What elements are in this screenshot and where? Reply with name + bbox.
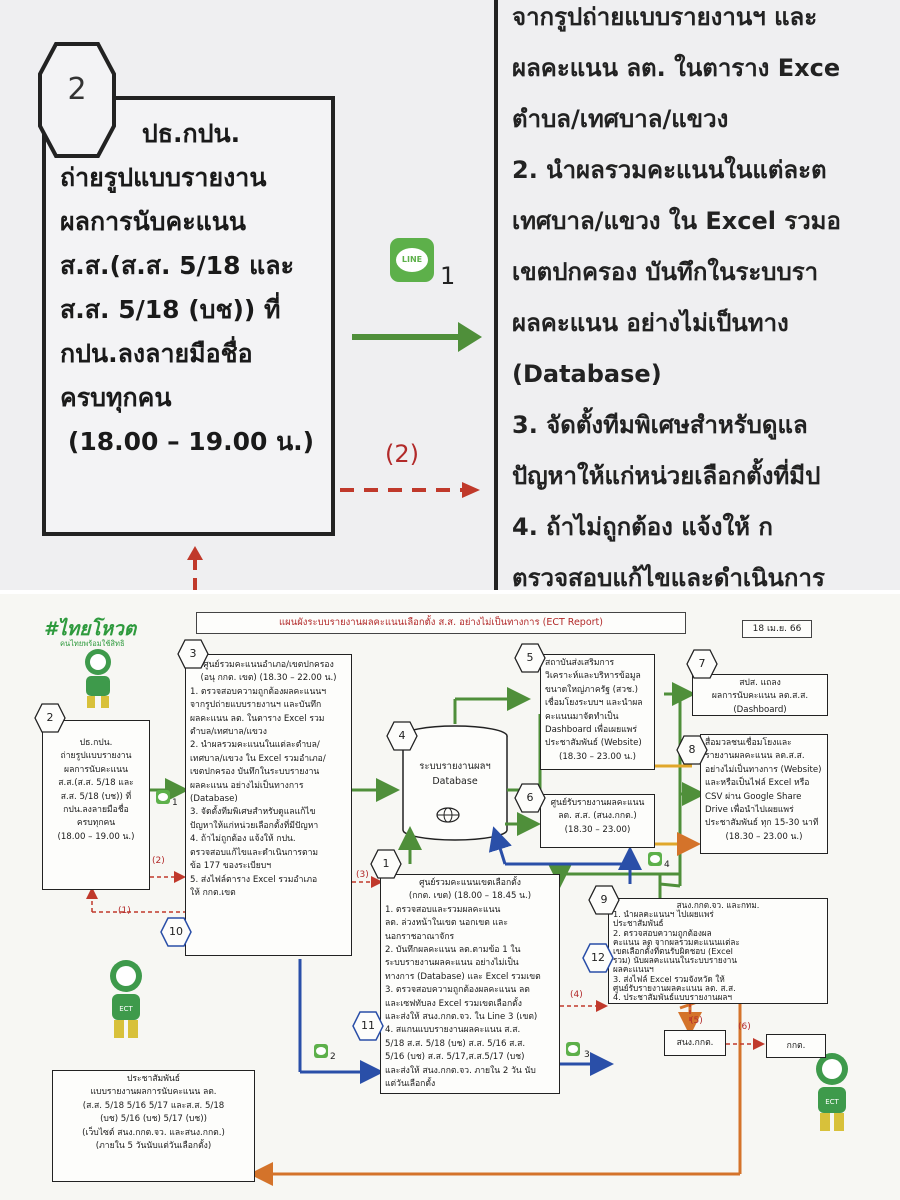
zoom-arrows	[187, 322, 482, 590]
step-number-12: 12	[582, 942, 614, 974]
line-app-icon: LINE	[390, 238, 434, 282]
mascot-icon: ECT	[816, 1053, 848, 1131]
chart-title: แผนผังระบบรายงานผลคะแนนเลือกตั้ง ส.ส. อย…	[196, 612, 686, 634]
zoom-right-line: 4. ถ้าไม่ถูกต้อง แจ้งให้ ก	[512, 513, 773, 541]
zoom-right-line: เขตปกครอง บันทึกในระบบรา	[512, 258, 819, 286]
step-number-1: 1	[370, 848, 402, 880]
mascot-icon	[85, 649, 111, 708]
www-globe-icon	[436, 807, 460, 823]
step-box-3: ศูนย์รวมคะแนนอำเภอ/เขตปกครอง(อนุ กกต. เข…	[185, 654, 352, 956]
step-box-8: สื่อมวลชนเชื่อมโยงและรายงานผลคะแนน ลต.ส.…	[700, 734, 828, 854]
zoom-right-line: เทศบาล/แขวง ใน Excel รวมอ	[512, 207, 841, 235]
zoom-right-line: จากรูปถ่ายแบบรายงานฯ และ	[512, 3, 818, 31]
flowchart-connectors	[86, 682, 825, 1186]
zoom-box-line: ผลการนับคะแนน	[60, 207, 246, 236]
arrow-label: (2)	[152, 856, 165, 866]
arrow-label: (5)	[690, 1016, 703, 1026]
mascot-icon: ECT	[110, 960, 142, 1038]
arrow-label: 4	[664, 860, 670, 870]
arrow-label: (2)	[385, 440, 419, 468]
zoom-box-title: ปธ.กปน.	[141, 119, 241, 148]
arrow-label: (6)	[738, 1022, 751, 1032]
arrow-label: (3)	[356, 870, 369, 880]
step-box-7: สปส. แถลงผลการนับคะแนน ลต.ส.ส.(Dashboard…	[692, 674, 828, 716]
zoom-box-line: ส.ส. 5/18 (บช)) ที่	[60, 295, 281, 324]
line-app-icon	[648, 852, 662, 866]
step-number-5: 5	[514, 642, 546, 674]
arrow-label: 3	[584, 1050, 590, 1060]
zoom-step-box	[42, 96, 335, 536]
zoom-box-line: ถ่ายรูปแบบรายงาน	[60, 163, 267, 192]
arrow-label: (1)	[118, 906, 131, 916]
step-number-11: 11	[352, 1010, 384, 1042]
zoom-box-text: ปธ.กปน. ถ่ายรูปแบบรายงาน ผลการนับคะแนน ส…	[60, 112, 322, 464]
step-box-2: ปธ.กปน.ถ่ายรูปแบบรายงานผลการนับคะแนนส.ส.…	[42, 720, 150, 890]
mascot-label: ECT	[119, 1005, 133, 1013]
zoom-step-number: 2	[67, 72, 87, 107]
step-box-1: ศูนย์รวมคะแนนเขตเลือกตั้ง(กกต. เขต) (18.…	[380, 874, 560, 1094]
step-number-2: 2	[34, 702, 66, 734]
zoom-right-line: ผลคะแนน ลต. ในตาราง Exce	[512, 54, 841, 82]
step-number-6: 6	[514, 782, 546, 814]
thaivote-logo-subtitle: คนไทยพร้อมใช้สิทธิ	[60, 639, 125, 648]
line-app-icon	[314, 1044, 328, 1058]
step-number-3: 3	[177, 638, 209, 670]
flowchart: #ไทยโหวต คนไทยพร้อมใช้สิทธิ แผนผังระบบรา…	[0, 594, 900, 1200]
step-box-5: สถาบันส่งเสริมการวิเคราะห์และบริหารข้อมู…	[540, 654, 655, 770]
line-app-icon	[156, 790, 170, 804]
zoom-right-line: ผลคะแนน อย่างไม่เป็นทาง	[512, 309, 789, 337]
arrow-label: 1	[172, 798, 178, 808]
arrow-label: 1	[440, 262, 456, 290]
public-relations-box: ประชาสัมพันธ์แบบรายงานผลการนับคะแนน ลต.(…	[52, 1070, 255, 1182]
zoom-box-line: ครบทุกคน	[60, 383, 172, 412]
chart-date: 18 เม.ย. 66	[742, 620, 812, 638]
zoom-box-line: (18.00 – 19.00 น.)	[67, 427, 315, 456]
arrow-label: 2	[330, 1052, 336, 1062]
hexagon-icon	[38, 42, 116, 158]
zoom-box-line: ส.ส.(ส.ส. 5/18 และ	[60, 251, 295, 280]
zoom-right-box	[494, 0, 900, 590]
step-number-10: 10	[160, 916, 192, 948]
zoomed-photo: 2 ปธ.กปน. ถ่ายรูปแบบรายงาน ผลการนับคะแนน…	[0, 0, 900, 590]
step-number-9: 9	[588, 884, 620, 916]
mascot-label: ECT	[825, 1098, 839, 1106]
zoom-right-line: (Database)	[512, 360, 662, 388]
zoom-right-line: ตรวจสอบแก้ไขและดำเนินการ	[512, 564, 825, 590]
ect-office-box: สนง.กกต.	[664, 1030, 726, 1056]
zoom-right-text: จากรูปถ่ายแบบรายงานฯ และ ผลคะแนน ลต. ในต…	[512, 0, 900, 590]
ect-box: กกต.	[766, 1034, 826, 1058]
step-box-9: สนง.กกต.จว. และกทม.1. นำผลคะแนนฯ ไปเผยแพ…	[608, 898, 828, 1004]
step-number-8: 8	[676, 734, 708, 766]
thaivote-logo: #ไทยโหวต	[44, 618, 137, 640]
zoom-right-line: ปัญหาให้แก่หน่วยเลือกตั้งที่มีป	[512, 462, 821, 490]
step-number-4: 4	[386, 720, 418, 752]
zoom-right-line: 2. นำผลรวมคะแนนในแต่ละต	[512, 156, 827, 184]
zoom-right-line: 3. จัดตั้งทีมพิเศษสำหรับดูแล	[512, 411, 808, 439]
zoom-box-line: กปน.ลงลายมือชื่อ	[60, 339, 253, 368]
zoom-right-line: ตำบล/เทศบาล/แขวง	[512, 105, 729, 133]
step-number-7: 7	[686, 648, 718, 680]
step-box-6: ศูนย์รับรายงานผลคะแนนลต. ส.ส. (สนง.กกต.)…	[540, 794, 655, 848]
arrow-label: (4)	[570, 990, 583, 1000]
line-app-icon	[566, 1042, 580, 1056]
